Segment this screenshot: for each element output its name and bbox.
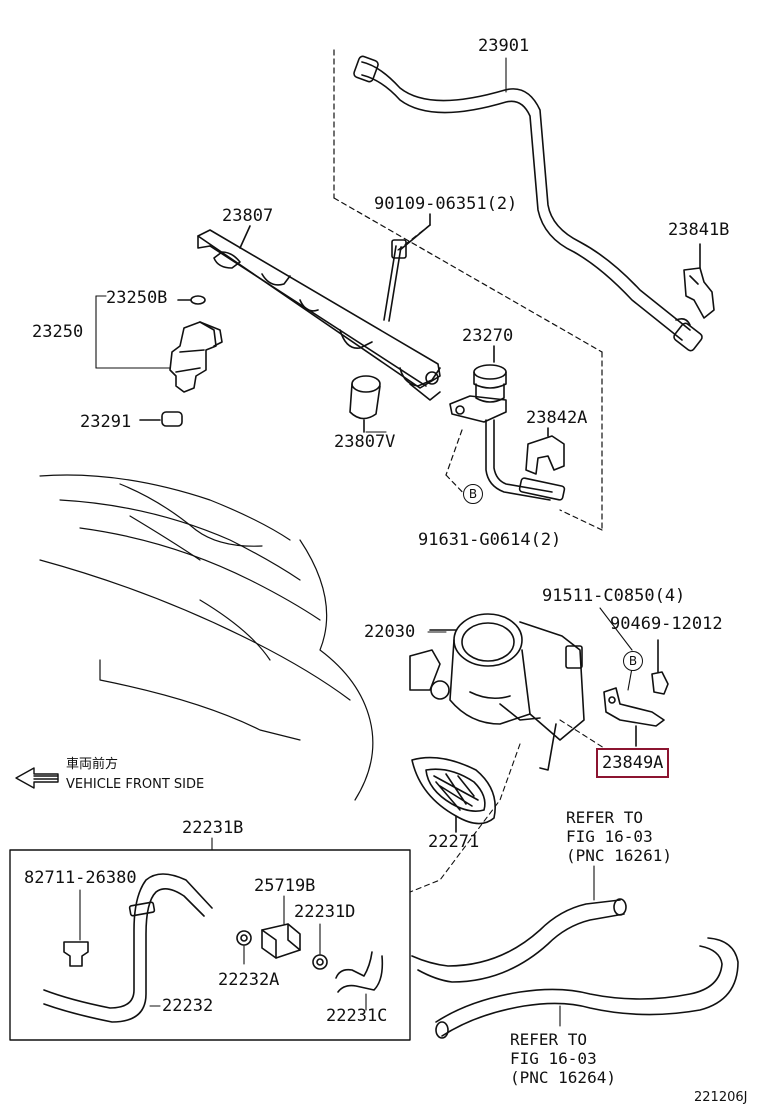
part-label-91631[interactable]: 91631-G0614(2) <box>418 530 562 550</box>
part-label-23250b[interactable]: 23250B <box>106 288 168 308</box>
part-label-90469[interactable]: 90469-12012 <box>610 614 723 634</box>
bracket-23849a <box>603 687 665 747</box>
part-label-22231d[interactable]: 22231D <box>294 902 356 922</box>
intake-manifold <box>39 474 374 801</box>
refer-to-16264-line1: REFER TO <box>510 1030 588 1049</box>
part-label-23842a[interactable]: 23842A <box>526 408 588 428</box>
part-label-91511[interactable]: 91511-C0850(4) <box>542 586 686 606</box>
refer-to-16261-line1: REFER TO <box>566 808 644 827</box>
pressure-regulator-23270 <box>449 345 566 501</box>
orientation-en: VEHICLE FRONT SIDE <box>66 777 205 792</box>
inset-box <box>9 837 411 1041</box>
clip-82711 <box>63 889 89 967</box>
dashed-frame-upper <box>333 49 603 531</box>
part-label-22030[interactable]: 22030 <box>364 622 416 642</box>
part-label-25719b[interactable]: 25719B <box>254 876 316 896</box>
clamp-22232a <box>236 930 252 965</box>
part-label-82711[interactable]: 82711-26380 <box>24 868 137 888</box>
leader-23250 <box>95 295 171 369</box>
leader-91511 <box>599 607 633 691</box>
clamp-23841b <box>683 243 715 319</box>
clamp-23842a <box>525 427 565 475</box>
fuel-hose-23901 <box>353 55 703 352</box>
vsv-25719b <box>261 895 301 959</box>
part-label-22231b[interactable]: 22231B <box>182 818 244 838</box>
part-label-23849a-highlighted[interactable]: 23849A <box>596 748 670 778</box>
marker-b-upper: B <box>463 484 483 504</box>
part-label-22232[interactable]: 22232 <box>162 996 214 1016</box>
refer-to-16264-line2[interactable]: FIG 16-03 <box>510 1049 597 1068</box>
part-label-23901[interactable]: 23901 <box>478 36 530 56</box>
refer-to-16261-line2[interactable]: FIG 16-03 <box>566 827 653 846</box>
part-label-23291[interactable]: 23291 <box>80 412 132 432</box>
water-hose-16264 <box>435 937 739 1039</box>
orientation-jp: 車両前方 <box>66 757 119 772</box>
grommet-23291 <box>139 411 183 427</box>
dashed-leaders-lower <box>409 719 605 893</box>
hose-22232 <box>43 873 213 1023</box>
part-label-23807[interactable]: 23807 <box>222 206 274 226</box>
part-label-22232a[interactable]: 22232A <box>218 970 280 990</box>
marker-b-lower: B <box>623 651 643 671</box>
refer-to-16261-line3[interactable]: (PNC 16261) <box>566 846 672 865</box>
part-label-23250[interactable]: 23250 <box>32 322 84 342</box>
gasket-22271 <box>411 756 496 833</box>
hose-22231c <box>335 951 384 1011</box>
clamp-22231d <box>312 923 328 970</box>
refer-to-16264-line3[interactable]: (PNC 16264) <box>510 1068 616 1087</box>
part-label-23270[interactable]: 23270 <box>462 326 514 346</box>
injector-23250 <box>169 295 223 393</box>
front-arrow-icon <box>15 767 59 789</box>
label-leaders <box>365 57 507 633</box>
water-hose-16261 <box>411 865 627 983</box>
part-label-23841b[interactable]: 23841B <box>668 220 730 240</box>
figure-id: 221206J <box>694 1090 748 1105</box>
throttle-body-22030 <box>409 613 585 771</box>
part-label-90109[interactable]: 90109-06351(2) <box>374 194 518 214</box>
part-label-23807v[interactable]: 23807V <box>334 432 396 452</box>
fuel-rail-23807 <box>197 225 441 401</box>
stud-bolt-90109 <box>383 213 431 322</box>
part-label-22271[interactable]: 22271 <box>428 832 480 852</box>
bolt-90469 <box>651 639 669 695</box>
part-label-22231c[interactable]: 22231C <box>326 1006 388 1026</box>
insulator-23807v <box>349 375 381 433</box>
